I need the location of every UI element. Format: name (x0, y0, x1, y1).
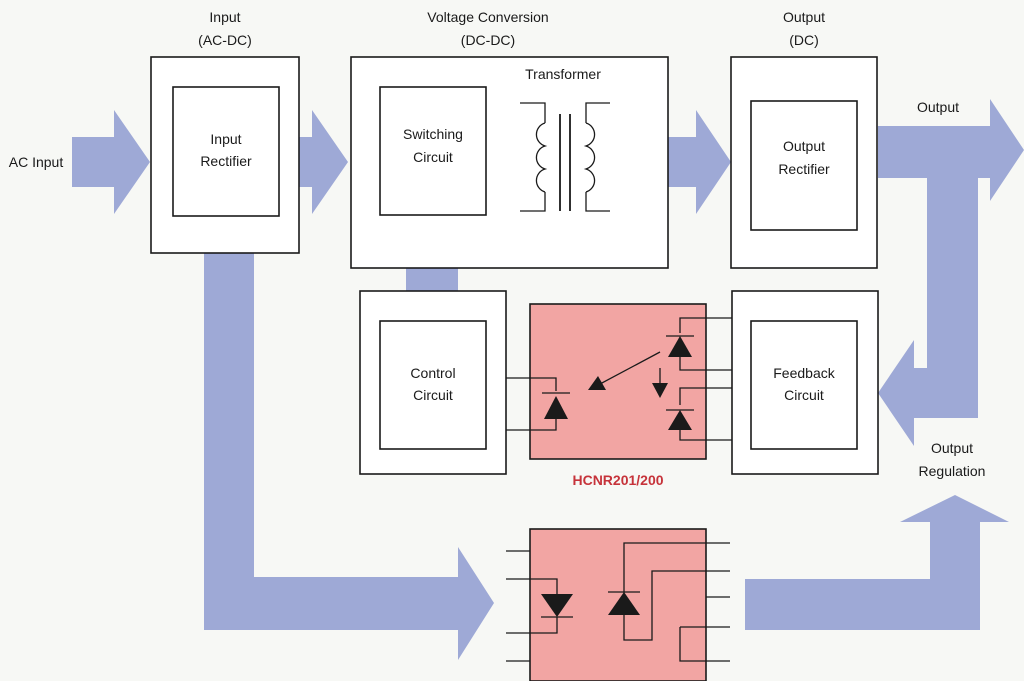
photodiode-bottom-icon (668, 410, 692, 430)
isolator-photodiode-icon (608, 592, 640, 615)
output-rectifier-label-line1: Output (783, 138, 825, 154)
rectifier-to-isolator-arrow (204, 253, 494, 660)
feedback-circuit-label-line2: Circuit (784, 387, 824, 403)
feedback-arrow (878, 340, 978, 446)
control-circuit-label-line2: Circuit (413, 387, 453, 403)
output-regulation-label-line1: Output (931, 440, 973, 456)
switching-circuit-label-line2: Circuit (413, 149, 453, 165)
hcnr-optocoupler (506, 303, 732, 460)
output-rectifier-label-line2: Rectifier (778, 161, 830, 177)
led-icon (544, 396, 568, 419)
ac-input-arrow (72, 110, 150, 214)
rectifier-to-conversion-arrow (299, 110, 348, 214)
input-subtitle: (AC-DC) (198, 32, 252, 48)
output-rectifier-box (750, 100, 858, 231)
switching-circuit-label-line1: Switching (403, 126, 463, 142)
transformer-icon (520, 102, 610, 212)
light-arrow-icon (588, 376, 606, 390)
transformer-label: Transformer (525, 66, 601, 82)
output-title: Output (783, 9, 825, 25)
small-arrow-icon (652, 383, 668, 398)
input-title: Input (209, 9, 240, 25)
input-rectifier-box (172, 86, 280, 217)
control-circuit-label-line1: Control (410, 365, 455, 381)
optocoupler-part-label: HCNR201/200 (572, 472, 663, 488)
ac-input-label: AC Input (9, 154, 64, 170)
output-regulation-label-line2: Regulation (919, 463, 986, 479)
voltage-conversion-title: Voltage Conversion (427, 9, 548, 25)
feedback-circuit-label-line1: Feedback (773, 365, 835, 381)
bottom-optocoupler (506, 528, 730, 681)
switching-circuit-box (379, 86, 487, 216)
control-circuit-box (379, 320, 487, 450)
conversion-to-output-arrow (668, 110, 731, 214)
input-rectifier-label-line1: Input (210, 131, 241, 147)
output-arrow-label: Output (917, 99, 959, 115)
output-regulation-arrow (745, 495, 1009, 630)
voltage-conversion-subtitle: (DC-DC) (461, 32, 515, 48)
input-rectifier-label-line2: Rectifier (200, 153, 252, 169)
photodiode-top-icon (668, 336, 692, 357)
isolator-led-icon (541, 594, 573, 617)
output-subtitle: (DC) (789, 32, 819, 48)
feedback-circuit-box (750, 320, 858, 450)
